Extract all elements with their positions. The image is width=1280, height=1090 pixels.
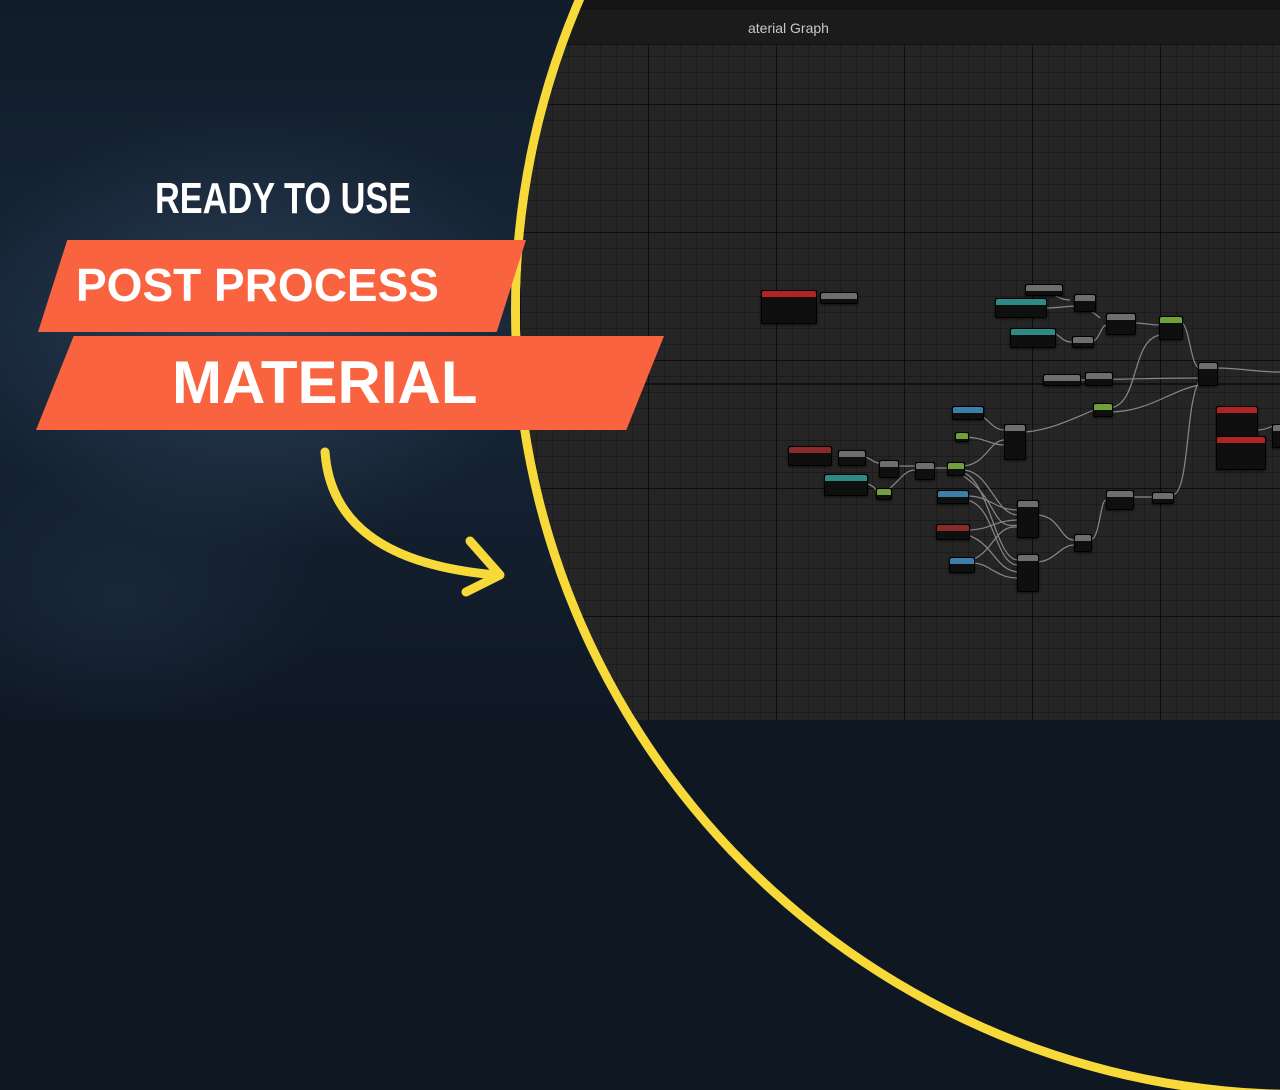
graph-node[interactable] [1010, 328, 1056, 348]
graph-node[interactable] [952, 406, 984, 420]
editor-top-strip [520, 0, 1280, 10]
graph-node[interactable] [788, 446, 832, 466]
banner-text-post-process: POST PROCESS [76, 259, 439, 311]
graph-node[interactable] [1074, 294, 1096, 312]
graph-node[interactable] [947, 462, 965, 476]
graph-node[interactable] [1093, 403, 1113, 417]
graph-node[interactable] [1198, 362, 1218, 386]
graph-node[interactable] [1017, 554, 1039, 592]
graph-node[interactable] [1085, 372, 1113, 386]
graph-node[interactable] [1025, 284, 1063, 296]
graph-node[interactable] [1072, 336, 1094, 348]
graph-node[interactable] [1074, 534, 1092, 552]
graph-node[interactable] [820, 292, 858, 304]
graph-node[interactable] [1004, 424, 1026, 460]
graph-node[interactable] [1017, 500, 1039, 538]
graph-node[interactable] [761, 290, 817, 324]
graph-node[interactable] [1272, 424, 1280, 448]
banner-material [36, 336, 664, 430]
material-graph-editor[interactable]: aterial Graph [520, 0, 1280, 720]
graph-node[interactable] [1152, 492, 1174, 504]
curved-arrow-icon [320, 447, 505, 597]
graph-node[interactable] [995, 298, 1047, 318]
graph-node[interactable] [1216, 436, 1266, 470]
graph-node[interactable] [1106, 490, 1134, 510]
graph-node[interactable] [1159, 316, 1183, 340]
graph-node[interactable] [937, 490, 969, 504]
editor-circle-frame: aterial Graph [520, 0, 1280, 1090]
graph-axis-line [520, 383, 1280, 385]
graph-node[interactable] [879, 460, 899, 478]
graph-node[interactable] [949, 557, 975, 573]
graph-node[interactable] [876, 488, 892, 500]
banner-post-process [38, 240, 526, 332]
graph-node[interactable] [936, 524, 970, 540]
graph-node[interactable] [1043, 374, 1081, 386]
graph-node[interactable] [1216, 406, 1258, 438]
graph-node[interactable] [1106, 313, 1136, 335]
node-wires [863, 287, 1280, 579]
headline-ready-to-use: READY TO USE [155, 174, 412, 223]
graph-node[interactable] [838, 450, 866, 466]
graph-node[interactable] [915, 462, 935, 480]
graph-node[interactable] [955, 432, 969, 442]
banner-text-material: MATERIAL [172, 349, 478, 416]
material-graph-tab[interactable]: aterial Graph [748, 20, 829, 36]
graph-node[interactable] [824, 474, 868, 496]
